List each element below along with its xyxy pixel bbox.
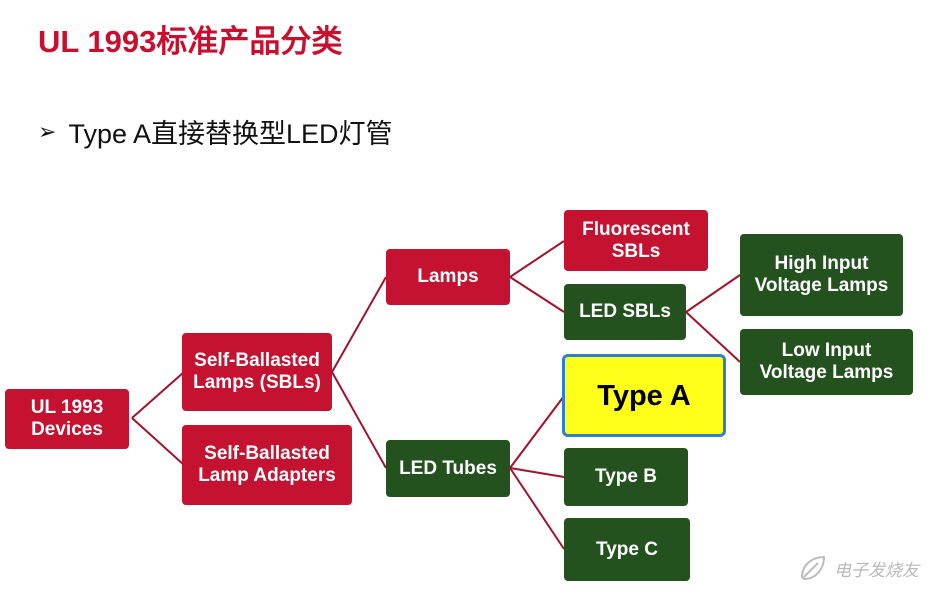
bullet-text: Type A直接替换型LED灯管 xyxy=(68,119,393,149)
connector-ledtubes-typeb xyxy=(509,467,565,478)
leaf-logo-icon xyxy=(800,555,826,581)
node-high-input-voltage-lamps: High Input Voltage Lamps xyxy=(740,234,903,316)
connector-ledsbls-high xyxy=(685,274,741,313)
node-led-sbls: LED SBLs xyxy=(564,284,686,340)
node-type-c: Type C xyxy=(564,518,690,581)
connector-ledtubes-typec xyxy=(509,467,565,550)
connector-lamps-fluorescent xyxy=(509,240,565,278)
watermark-text: 电子发烧友 xyxy=(834,560,919,580)
node-lamps: Lamps xyxy=(386,249,510,305)
connector-lamps-ledsbls xyxy=(509,276,565,313)
node-led-tubes: LED Tubes xyxy=(386,440,510,497)
arrow-bullet-icon: ➢ xyxy=(38,118,57,144)
connector-ledsbls-low xyxy=(685,311,741,363)
bullet-item: ➢ Type A直接替换型LED灯管 xyxy=(38,112,393,151)
node-low-input-voltage-lamps: Low Input Voltage Lamps xyxy=(740,329,913,395)
slide-title: UL 1993标准产品分类 xyxy=(38,24,343,59)
connector-sbl-lamps xyxy=(331,276,387,373)
node-self-ballasted-lamp-adapters: Self-Ballasted Lamp Adapters xyxy=(182,425,352,505)
node-self-ballasted-lamps: Self-Ballasted Lamps (SBLs) xyxy=(182,333,332,411)
connector-root-adapters xyxy=(131,417,185,466)
node-type-a: Type A xyxy=(562,354,726,437)
connector-ledtubes-typea xyxy=(509,395,565,469)
watermark: 电子发烧友 xyxy=(798,553,919,583)
node-fluorescent-sbls: Fluorescent SBLs xyxy=(564,210,708,271)
connector-sbl-ledtubes xyxy=(331,371,387,469)
node-type-b: Type B xyxy=(564,448,688,506)
connector-root-sbl xyxy=(131,371,185,419)
node-ul1993-devices: UL 1993 Devices xyxy=(5,389,129,449)
